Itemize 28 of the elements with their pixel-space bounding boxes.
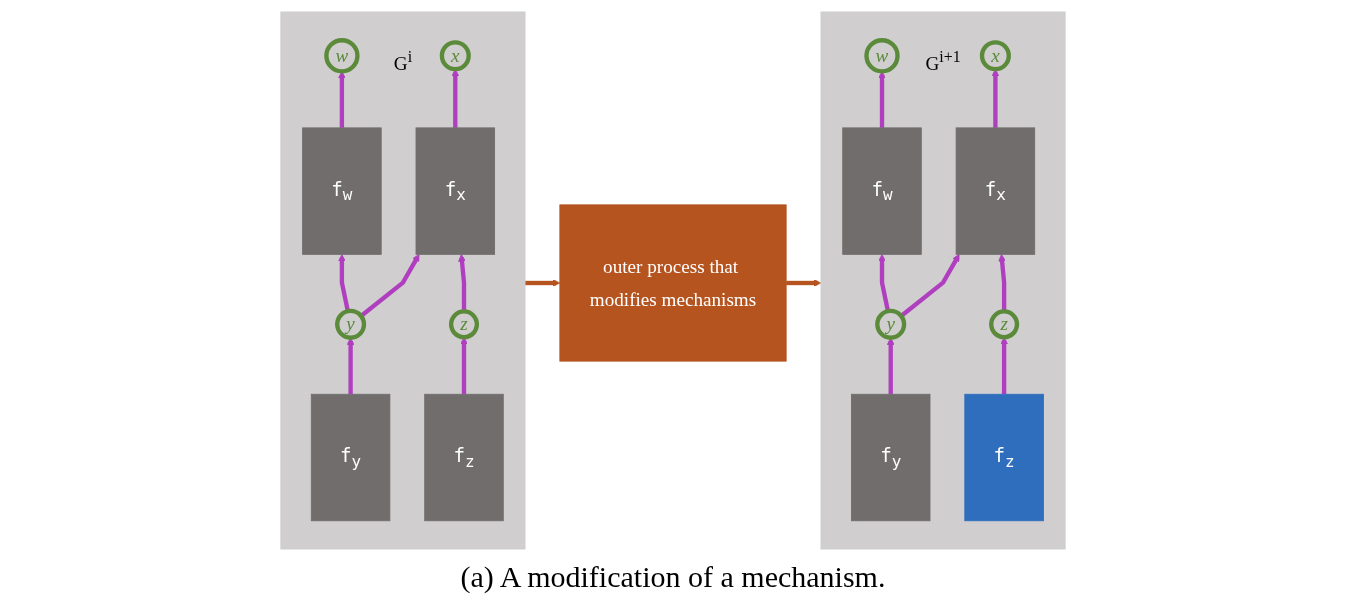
node-circle: z [448, 309, 480, 340]
arrow [1000, 336, 1008, 395]
node-circle: y [335, 308, 367, 340]
arrow [460, 336, 468, 395]
node-box: outer process that modifies mechanisms [559, 204, 787, 362]
node-circle: w [864, 38, 900, 74]
arrow [359, 254, 420, 318]
node-box: f$_{x}$ [955, 127, 1036, 255]
node-box: f$_{y}$ [850, 393, 931, 522]
arrow [899, 254, 960, 318]
arrow [991, 68, 1000, 128]
node-box: f$_{z}$ [964, 393, 1044, 522]
arrow [458, 254, 467, 312]
arrow [998, 254, 1007, 312]
arrow [451, 68, 460, 128]
arrow [525, 279, 561, 287]
node-circle: y [875, 308, 907, 340]
node-circle: z [989, 309, 1020, 340]
node-box: f$_{x}$ [415, 127, 496, 255]
arrow [786, 279, 822, 287]
caption: (a) A modification of a mechanism. [460, 559, 886, 595]
node-box: f$_{w}$ [302, 127, 382, 255]
node-circle: x [979, 40, 1011, 72]
node-box: f$_{y}$ [310, 393, 391, 522]
node-box: f$_{z}$ [424, 393, 504, 522]
node-circle: w [324, 38, 360, 74]
node-circle: x [439, 40, 471, 72]
node-box: f$_{w}$ [842, 127, 922, 255]
